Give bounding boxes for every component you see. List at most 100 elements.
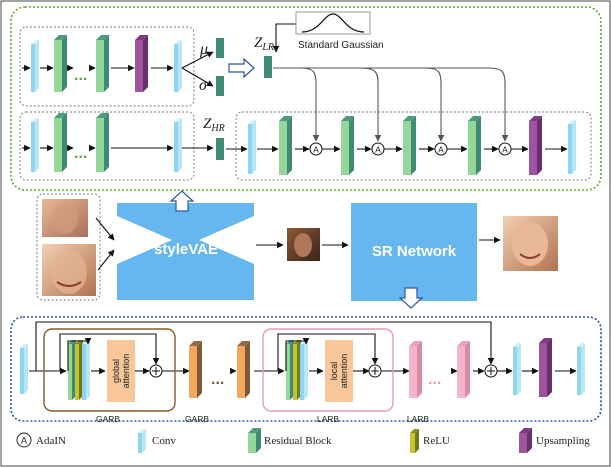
sr-up-1-front — [539, 343, 547, 397]
sr-conv-3 — [577, 343, 585, 395]
dec-conv-1-side — [252, 120, 256, 174]
larb-res-a — [286, 340, 294, 400]
adain-node-1 — [309, 142, 323, 156]
lr-res-2-front — [96, 40, 104, 92]
hr-encoder-box — [19, 111, 195, 181]
hr-res-2-top — [96, 113, 109, 118]
sr-up-1-side — [547, 338, 552, 397]
dec-up-1-side — [537, 116, 542, 175]
lr-up-1 — [135, 35, 148, 92]
zlr-to-adain-2 — [300, 67, 382, 142]
hr-face-shape — [51, 250, 87, 294]
top-panel-border — [10, 6, 602, 191]
lr-conv-2 — [174, 40, 182, 92]
lr-up-1-side — [143, 35, 148, 92]
hr-conv-1-side — [35, 118, 39, 172]
global-skip-arrow — [35, 321, 495, 371]
legend-conv-icon-front — [138, 433, 142, 453]
garb-relu-front — [75, 344, 79, 400]
hr-res-1-top — [54, 113, 67, 118]
legend-up-label: Upsampling — [536, 435, 590, 447]
legend-up-icon-front — [519, 433, 527, 453]
legend-relu-icon-side — [415, 429, 419, 453]
dec-res-2 — [341, 116, 354, 175]
generated-face-shape — [294, 233, 312, 257]
lr-res-1-top — [54, 35, 67, 40]
garb-inner-skip — [67, 338, 92, 371]
larb-block-2-front — [457, 346, 465, 398]
dec-res-4-top — [468, 116, 481, 121]
garb-conv-a-side — [86, 340, 90, 400]
lr-res-1-front — [54, 40, 62, 92]
dec-conv-2-side — [572, 120, 576, 174]
garb-res-a-front — [68, 344, 72, 400]
larb-conv-a-front — [300, 344, 304, 400]
hr-res-2 — [96, 113, 109, 172]
local-attention-box — [325, 340, 353, 402]
dec-res-1-top — [279, 116, 292, 121]
larb-conv-a-side — [304, 340, 308, 400]
lr-conv-2-side — [178, 40, 182, 92]
legend: A AdaIN Conv Residual Block ReLU Upsampl… — [16, 428, 590, 453]
sr-conv-1 — [20, 344, 28, 394]
lr-conv-1-front — [31, 44, 35, 92]
sigma-vector — [216, 76, 224, 96]
garb-skip-arrow — [59, 333, 160, 371]
legend-conv-label: Conv — [152, 435, 176, 447]
lr-res-1-side — [62, 35, 67, 92]
larb-relu-front — [293, 344, 297, 400]
decoder-box — [235, 111, 592, 181]
sr-output-smile — [519, 253, 541, 259]
hr-res-1-front — [54, 118, 62, 172]
sr-up-1 — [539, 338, 552, 397]
larb-block-2 — [457, 341, 470, 398]
z-lr-label: ZLR — [254, 35, 274, 53]
larb-block-2-top — [457, 341, 470, 346]
hr-face-smile — [56, 281, 82, 287]
hr-face-to-vae-arrow — [97, 249, 115, 271]
sr-network-label: SR Network — [372, 243, 457, 260]
legend-up-icon — [519, 428, 532, 453]
garb-box — [43, 328, 176, 412]
garb-block-2 — [237, 341, 250, 398]
legend-conv-icon — [138, 429, 146, 453]
adain-symbol-3: A — [438, 145, 444, 155]
garb-conv-a — [82, 340, 90, 400]
garb-label-outer: GARB — [185, 414, 209, 424]
dec-res-4 — [468, 116, 481, 175]
legend-res-icon-front — [248, 433, 256, 453]
legend-res-label: Residual Block — [264, 435, 332, 447]
garb-block-1-front — [189, 346, 197, 398]
legend-up-icon-side — [527, 428, 532, 453]
lr-encoder-box — [19, 26, 195, 107]
z-hr-vector — [216, 138, 224, 160]
stylevae-up-arrow — [169, 190, 195, 212]
legend-relu-icon — [410, 429, 419, 453]
stylevae-shape — [117, 203, 254, 300]
larb-block-1-front — [409, 346, 417, 398]
global-attention-text: globalattention — [111, 354, 131, 389]
dec-res-4-front — [468, 121, 476, 175]
hr-res-2-front — [96, 118, 104, 172]
hr-conv-2-top — [174, 118, 182, 122]
larb-label-outer: LARB — [407, 414, 430, 424]
lr-conv-1-top — [31, 40, 39, 44]
hr-conv-2-front — [174, 122, 178, 172]
garb-res-a — [68, 340, 76, 400]
lr-conv-1-side — [35, 40, 39, 92]
legend-res-icon-top — [248, 428, 261, 433]
garb-dots: ... — [211, 371, 224, 388]
adain-node-4 — [498, 142, 512, 156]
dec-conv-1 — [248, 120, 256, 174]
adain-symbol-1: A — [313, 145, 319, 155]
lr-res-2-side — [104, 35, 109, 92]
gaussian-to-zlr-arrow — [272, 23, 296, 53]
legend-relu-icon-top — [410, 429, 419, 433]
dec-res-1 — [279, 116, 292, 175]
legend-up-icon-top — [519, 428, 532, 433]
sr-network-box — [351, 203, 477, 301]
lr-face-shape — [52, 202, 78, 234]
hr-dots: ... — [74, 145, 87, 162]
larb-inner-skip — [285, 338, 310, 371]
